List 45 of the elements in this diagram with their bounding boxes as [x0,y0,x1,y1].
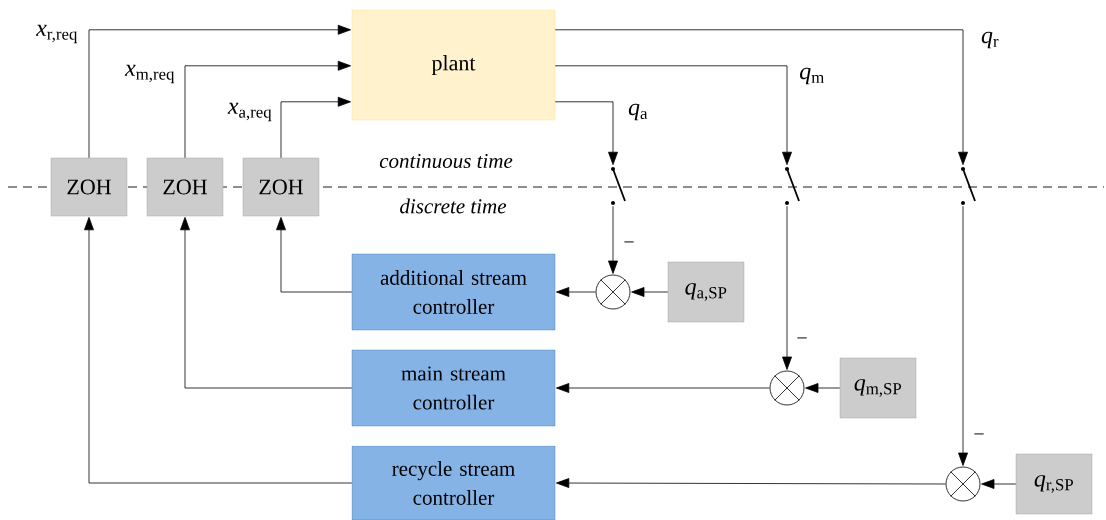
summing-junction [595,274,631,310]
arrow [608,205,618,274]
edge-label: x$_{r,req}$ [35,23,79,45]
arrow [184,60,351,159]
arrow [556,383,770,393]
arrow [981,479,1017,489]
region-label: continuous time [379,153,513,169]
edge-label: − [972,432,986,442]
controller-box: main stream controller [351,349,556,427]
arrow [958,205,968,466]
edge-label: q$_{a}$ [627,102,649,122]
zoh-box: ZOH [146,157,224,217]
edge-label: x$_{m,req}$ [124,63,176,85]
arrow [554,65,792,165]
arrow [276,217,353,293]
controller-box: recycle stream controller [351,445,556,520]
setpoint-box: q$_{r,SP}$ [1015,453,1093,515]
arrow [556,478,946,488]
summing-junction [945,466,981,502]
region-label: discrete time [400,198,507,214]
edge-label: − [622,240,636,250]
setpoint-box: q$_{a,SP}$ [667,261,745,323]
edge-label: − [795,336,809,346]
switch-symbol [785,167,800,205]
setpoint-box: q$_{m,SP}$ [839,357,917,419]
arrow [280,96,351,159]
summing-junction [769,370,805,406]
zoh-box: ZOH [242,157,320,217]
arrow [554,29,968,165]
arrow [554,101,618,165]
arrow [180,217,353,389]
controller-box: additional stream controller [351,253,556,331]
arrow [84,217,353,484]
zoh-box: ZOH [50,157,128,217]
arrow [88,24,351,159]
edge-label: q$_{m}$ [798,66,826,86]
switch-symbol [611,167,626,205]
arrow [556,287,596,297]
plant-box: plant [351,9,556,121]
arrow [782,205,792,370]
edge-label: q$_{r}$ [979,30,1001,50]
arrow [631,287,669,297]
edge-label: x$_{a,req}$ [226,101,274,123]
arrow [805,383,841,393]
switch-symbol [961,167,976,205]
